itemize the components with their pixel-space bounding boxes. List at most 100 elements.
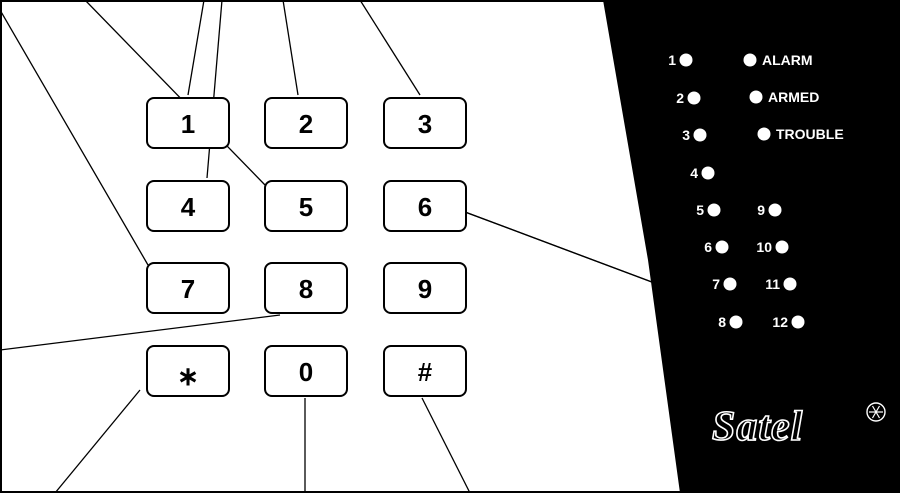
key-label: 7: [181, 274, 195, 304]
key-face: [383, 97, 467, 149]
key-label: 9: [418, 274, 432, 304]
key-button[interactable]: 8: [264, 262, 348, 314]
key-label: 3: [418, 109, 432, 139]
led-indicator: [791, 315, 805, 329]
led-number: 7: [712, 276, 720, 292]
leader-line: [187, 0, 205, 96]
led-indicator: [715, 240, 729, 254]
zone-led-1: 1: [668, 52, 693, 68]
snowflake-logo-icon: [866, 402, 886, 422]
led-indicator: [768, 203, 782, 217]
key-button[interactable]: 9: [383, 262, 467, 314]
key-button[interactable]: 0: [264, 345, 348, 397]
key-label: #: [418, 357, 433, 387]
brand-logo: Satel: [712, 404, 803, 450]
status-leds: ALARM ARMED TROUBLE: [743, 52, 844, 142]
led-indicator: [701, 166, 715, 180]
zone-led-5: 5: [696, 202, 721, 218]
key-face: [383, 262, 467, 314]
key-button[interactable]: 1: [146, 97, 230, 149]
key-button[interactable]: 2: [264, 97, 348, 149]
leader-line: [749, 0, 881, 59]
key-face: [264, 345, 348, 397]
led-label: TROUBLE: [776, 126, 844, 142]
led-indicator: [757, 127, 771, 141]
key-face: [146, 262, 230, 314]
key-face: [264, 180, 348, 232]
led-indicator: [749, 90, 763, 104]
key-label: 8: [299, 274, 313, 304]
leader-line: [464, 211, 900, 376]
led-number: 4: [690, 165, 698, 181]
keypad: 1 2 3 4 5 6 7 8 9 ∗ 0 #: [146, 97, 467, 397]
leader-line: [0, 9, 149, 266]
key-button[interactable]: #: [383, 345, 467, 397]
key-button[interactable]: 6: [383, 180, 467, 232]
zone-led-6: 6: [704, 239, 729, 255]
led-label: ARMED: [768, 89, 819, 105]
led-indicator: [743, 53, 757, 67]
leader-line: [54, 389, 141, 493]
key-button[interactable]: ∗: [146, 345, 230, 397]
leader-line: [0, 314, 281, 351]
key-face: [383, 345, 467, 397]
led-indicator: [775, 240, 789, 254]
status-led-trouble: TROUBLE: [757, 126, 844, 142]
key-label: 1: [181, 109, 195, 139]
zone-led-2: 2: [676, 90, 701, 106]
key-button[interactable]: 7: [146, 262, 230, 314]
led-number: 1: [668, 52, 676, 68]
leader-line: [677, 0, 686, 59]
zone-led-9: 9: [757, 202, 782, 218]
zone-led-7: 7: [712, 276, 737, 292]
led-number: 2: [676, 90, 684, 106]
leader-line: [282, 0, 299, 96]
led-number: 11: [765, 276, 780, 292]
key-face: [264, 262, 348, 314]
led-indicator: [693, 128, 707, 142]
key-button[interactable]: 5: [264, 180, 348, 232]
leader-line: [765, 133, 900, 181]
led-number: 8: [718, 314, 726, 330]
led-number: 12: [772, 314, 788, 330]
led-number: 6: [704, 239, 712, 255]
zone-led-12: 12: [772, 314, 805, 330]
key-label: 0: [299, 357, 313, 387]
led-label: ALARM: [762, 52, 813, 68]
key-label: 5: [299, 192, 313, 222]
led-panel: [603, 0, 900, 493]
zone-led-8: 8: [718, 314, 743, 330]
key-label: 2: [299, 109, 313, 139]
status-led-alarm: ALARM: [743, 52, 813, 68]
leader-line: [421, 397, 471, 493]
zone-led-4: 4: [690, 165, 715, 181]
key-face: [146, 345, 230, 397]
key-label: 6: [418, 192, 432, 222]
led-indicator: [783, 277, 797, 291]
zone-led-10: 10: [756, 239, 789, 255]
key-face: [264, 97, 348, 149]
key-face: [146, 97, 230, 149]
leader-line: [687, 0, 773, 209]
key-label: 4: [181, 192, 196, 222]
key-button[interactable]: 4: [146, 180, 230, 232]
leader-line: [84, 0, 266, 186]
led-indicator: [729, 315, 743, 329]
status-led-armed: ARMED: [749, 89, 819, 105]
leader-line: [206, 0, 223, 179]
led-number: 9: [757, 202, 765, 218]
leader-line: [837, 84, 900, 97]
led-number: 3: [682, 127, 690, 143]
zone-led-3: 3: [682, 127, 707, 143]
key-label: ∗: [177, 361, 199, 391]
led-indicator: [723, 277, 737, 291]
led-indicator: [679, 53, 693, 67]
led-indicator: [687, 91, 701, 105]
led-indicator: [707, 203, 721, 217]
key-button[interactable]: 3: [383, 97, 467, 149]
led-number: 5: [696, 202, 704, 218]
zone-led-11: 11: [765, 276, 797, 292]
